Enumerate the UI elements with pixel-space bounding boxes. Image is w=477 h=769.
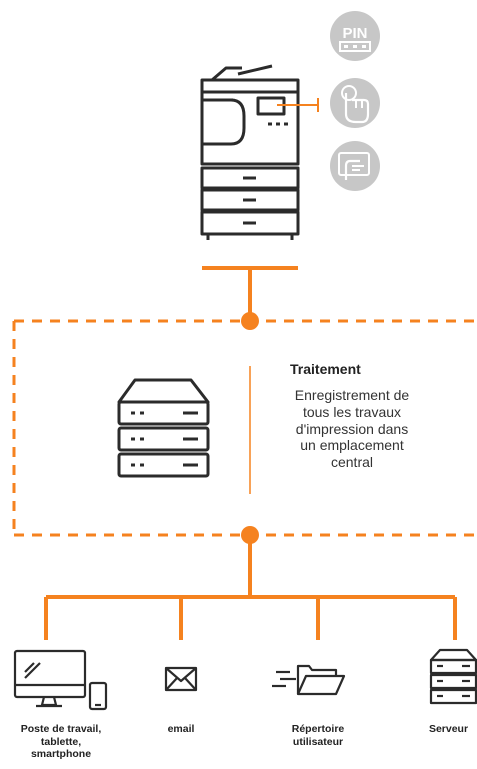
source-label-line: smartphone [30,748,92,761]
folder-icon [272,664,346,696]
server-icon [429,648,477,705]
processing-title: Traitement [290,361,361,377]
processing-box [12,319,477,537]
processing-description: Enregistrement de tous les travaux d'imp… [262,387,442,471]
source-label-workstation: Poste de travail, tablette, smartphone [2,723,120,761]
source-label-email: email [141,723,221,736]
pin-icon-text: PIN [342,25,367,42]
source-label-line: Poste de travail, [20,723,102,735]
source-label-folder: Répertoire utilisateur [268,723,368,748]
printer-icon [200,64,300,240]
workstation-icon [13,649,108,711]
processing-description-line: tous les travaux [302,403,402,420]
processing-description-line: un emplacement [300,437,404,454]
source-label-server: Serveur [420,723,477,736]
source-label-line: Serveur [428,723,469,735]
central-server-icon [117,378,210,478]
processing-description-line: Enregistrement de [294,387,410,403]
source-label-line: tablette, [40,735,82,748]
pin-icon: PIN [330,11,380,61]
touch-icon [330,78,380,128]
card-reader-icon [330,141,380,191]
source-label-line: Répertoire [291,723,345,735]
envelope-icon [164,666,198,692]
bottom-connector [44,526,457,640]
panel-connector [277,98,319,112]
processing-description-line: central [330,454,374,471]
processing-description-line: d'impression dans [295,420,409,437]
source-label-line: utilisateur [292,735,344,748]
source-label-line: email [167,723,195,735]
